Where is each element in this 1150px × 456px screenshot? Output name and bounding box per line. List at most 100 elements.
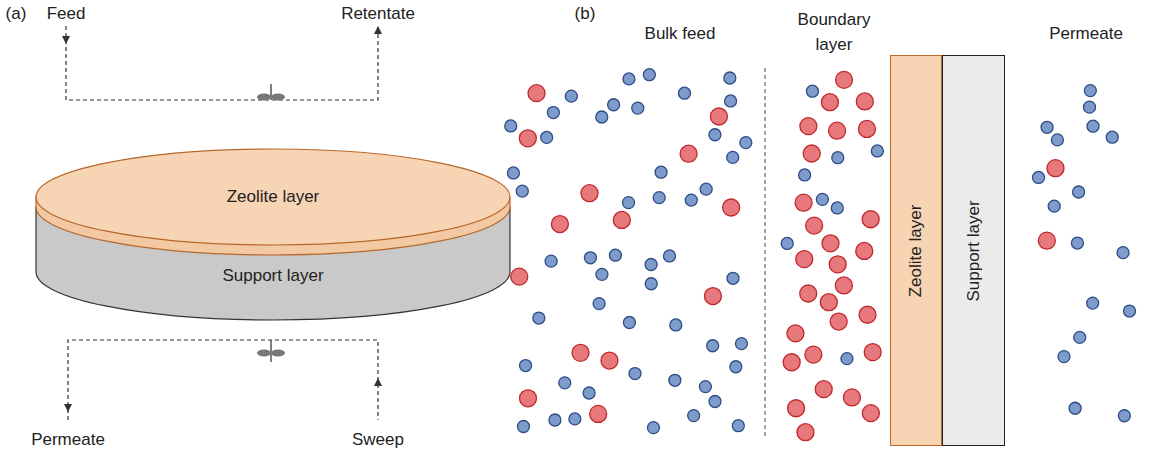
blue-molecule xyxy=(520,360,532,372)
red-molecule xyxy=(805,346,822,363)
blue-molecule xyxy=(584,252,596,264)
red-molecule xyxy=(822,235,839,252)
blue-molecule xyxy=(732,420,744,432)
blue-molecule xyxy=(516,185,528,197)
flow-label: Retentate xyxy=(341,2,415,27)
blue-molecule xyxy=(1051,134,1063,146)
blue-molecule xyxy=(517,420,529,432)
panel-label: (b) xyxy=(575,2,596,27)
blue-molecule xyxy=(781,237,793,249)
red-molecule xyxy=(680,145,697,162)
blue-molecule xyxy=(647,422,659,434)
red-molecule xyxy=(797,424,814,441)
blue-molecule xyxy=(549,414,561,426)
red-molecule xyxy=(796,251,813,268)
red-molecule xyxy=(787,325,804,342)
blue-molecule xyxy=(688,410,700,422)
red-molecule xyxy=(581,185,598,202)
red-molecule xyxy=(806,217,823,234)
blue-molecule xyxy=(1084,101,1096,113)
red-molecule xyxy=(511,268,528,285)
blue-molecule xyxy=(724,72,736,84)
red-molecule xyxy=(830,313,847,330)
blue-molecule xyxy=(653,192,665,204)
blue-molecule xyxy=(608,99,620,111)
blue-molecule xyxy=(1084,85,1096,97)
red-molecule xyxy=(519,130,536,147)
red-molecule xyxy=(858,120,875,137)
red-molecule xyxy=(795,194,812,211)
red-molecule xyxy=(800,285,817,302)
layer-label: Support layer xyxy=(964,200,984,301)
blue-molecule xyxy=(740,137,752,149)
red-molecule xyxy=(601,352,618,369)
panel-label: (a) xyxy=(6,2,27,27)
blue-molecule xyxy=(735,338,747,350)
layer-region: Support layer xyxy=(173,263,373,289)
blue-molecule xyxy=(583,387,595,399)
blue-molecule xyxy=(547,107,559,119)
blue-molecule xyxy=(632,102,644,114)
blue-molecule xyxy=(645,278,657,290)
red-molecule xyxy=(820,294,837,311)
red-molecule xyxy=(856,93,873,110)
arrowhead xyxy=(374,26,382,34)
layer-rect: Support layer xyxy=(942,55,1005,446)
red-molecule xyxy=(843,389,860,406)
molecules xyxy=(505,69,1136,441)
blue-molecule xyxy=(700,183,712,195)
blue-molecule xyxy=(609,249,621,261)
red-molecule xyxy=(613,211,630,228)
blue-molecule xyxy=(871,145,883,157)
flow-label: Feed xyxy=(47,2,86,27)
arrowhead xyxy=(62,36,70,44)
red-molecule xyxy=(862,405,879,422)
blue-molecule xyxy=(707,340,719,352)
blue-molecule xyxy=(1118,410,1130,422)
layer-label: Zeolite layer xyxy=(906,204,926,297)
blue-molecule xyxy=(1041,121,1053,133)
blue-molecule xyxy=(559,377,571,389)
region-label: Boundary layer xyxy=(789,8,879,57)
layer-rect: Zeolite layer xyxy=(890,55,942,446)
blue-molecule xyxy=(1048,200,1060,212)
blue-molecule xyxy=(709,129,721,141)
arrowhead xyxy=(64,404,72,412)
red-molecule xyxy=(859,306,876,323)
stirrer-shaft xyxy=(270,340,272,362)
blue-molecule xyxy=(541,131,553,143)
blue-molecule xyxy=(709,395,721,407)
blue-molecule xyxy=(1069,402,1081,414)
blue-molecule xyxy=(629,368,641,380)
blue-molecule xyxy=(678,87,690,99)
blue-molecule xyxy=(799,169,811,181)
blue-molecule xyxy=(593,298,605,310)
red-molecule xyxy=(520,390,537,407)
blue-molecule xyxy=(1033,171,1045,183)
blue-molecule xyxy=(1087,120,1099,132)
red-molecule xyxy=(590,405,607,422)
boundary-line xyxy=(765,68,766,436)
red-molecule xyxy=(783,354,800,371)
feed-flow-line xyxy=(66,26,378,100)
blue-molecule xyxy=(670,319,682,331)
blue-molecule xyxy=(623,316,635,328)
blue-molecule xyxy=(623,73,635,85)
blue-molecule xyxy=(1073,186,1085,198)
blue-molecule xyxy=(1087,297,1099,309)
stirrer-blade xyxy=(257,350,271,357)
red-molecule xyxy=(821,94,838,111)
red-molecule xyxy=(829,256,846,273)
red-molecule xyxy=(856,242,873,259)
blue-molecule xyxy=(725,95,737,107)
blue-molecule xyxy=(565,90,577,102)
layer-label: Zeolite layer xyxy=(173,187,373,207)
blue-molecule xyxy=(1106,131,1118,143)
permeate-flow-line xyxy=(68,340,378,420)
blue-molecule xyxy=(623,197,635,209)
blue-molecule xyxy=(664,250,676,262)
red-molecule xyxy=(836,71,853,88)
blue-molecule xyxy=(507,167,519,179)
flow-label: Permeate xyxy=(31,428,105,453)
blue-molecule xyxy=(816,193,828,205)
